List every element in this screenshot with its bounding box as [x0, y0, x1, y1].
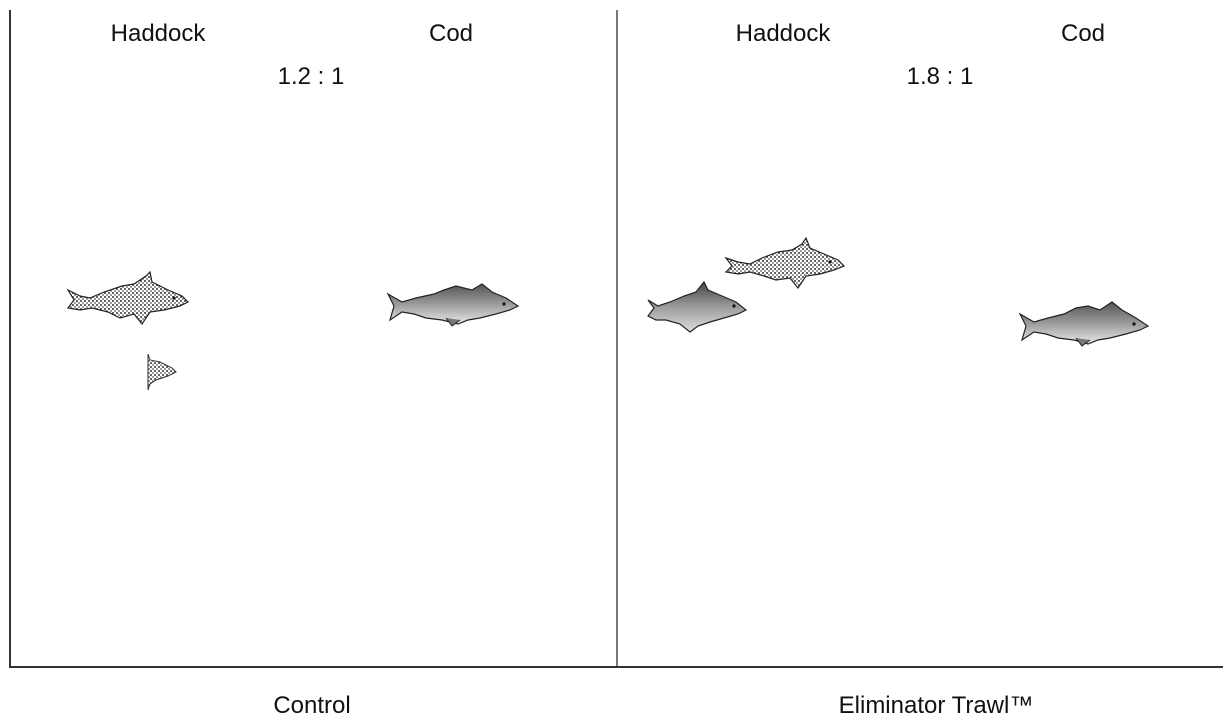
eliminator-haddock-fish-2-icon: [647, 280, 748, 333]
control-cod-label: Cod: [428, 20, 474, 47]
eliminator-caption: Eliminator Trawl™: [838, 692, 1034, 719]
control-cod-fish-icon: [386, 283, 520, 327]
control-partial-fish-icon: [147, 353, 177, 391]
eliminator-haddock-label: Haddock: [735, 20, 831, 47]
eliminator-cod-fish-icon: [1018, 301, 1150, 347]
eliminator-haddock-fish-icon: [724, 236, 846, 290]
control-haddock-label: Haddock: [110, 20, 206, 47]
eliminator-ratio-label: 1.8 : 1: [906, 63, 974, 90]
left-axis-line: [9, 10, 11, 668]
control-ratio-label: 1.2 : 1: [277, 63, 345, 90]
panel-divider: [616, 10, 618, 666]
control-haddock-fish-icon: [66, 270, 190, 326]
control-caption: Control: [273, 692, 351, 719]
eliminator-cod-label: Cod: [1060, 20, 1106, 47]
bottom-axis-line: [9, 666, 1223, 668]
